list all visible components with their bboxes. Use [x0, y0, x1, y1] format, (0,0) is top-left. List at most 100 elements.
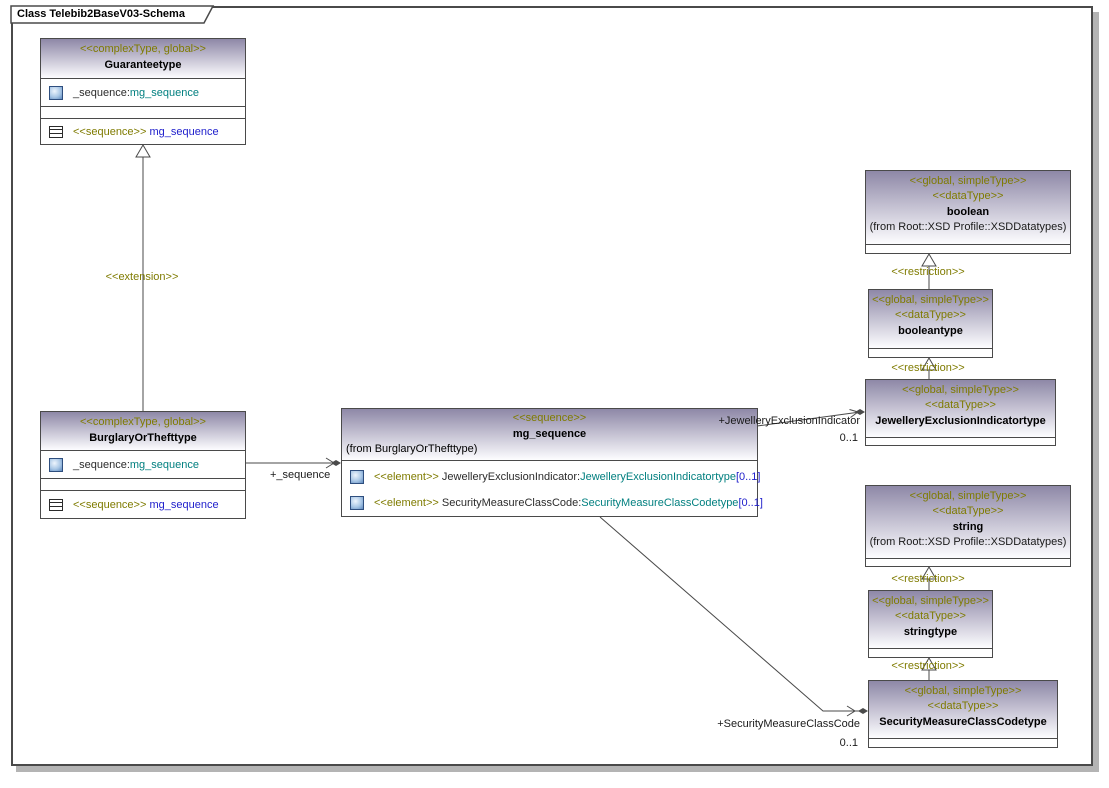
generalization-triangle-icon	[921, 566, 937, 580]
diamond-icon	[858, 708, 868, 714]
attribute-icon	[350, 470, 364, 484]
class-name: Guaranteetype	[104, 59, 182, 71]
empty-compartment	[869, 349, 992, 357]
operation-stereotype: <<sequence>>	[73, 125, 147, 138]
restriction-stereotype-label: <<restriction>>	[891, 660, 965, 672]
class-stereotype: <<dataType>>	[895, 610, 966, 622]
jewellery-association-edge[interactable]	[756, 409, 865, 427]
class-mg-sequence[interactable]: <<sequence>> mg_sequence (from BurglaryO…	[341, 408, 763, 517]
element-stereotype: <<element>>	[374, 497, 439, 509]
empty-compartment	[41, 479, 245, 491]
restriction-edge-string[interactable]	[921, 566, 937, 590]
generalization-triangle-icon	[921, 357, 937, 371]
class-boolean[interactable]: <<global, simpleType>> <<dataType>> bool…	[865, 170, 1071, 254]
sequence-list-icon	[49, 498, 63, 511]
empty-compartment	[866, 438, 1055, 445]
class-stringtype[interactable]: <<global, simpleType>> <<dataType>> stri…	[868, 590, 993, 658]
class-stereotype: <<global, simpleType>>	[902, 384, 1019, 396]
class-stereotype: <<dataType>>	[932, 505, 1004, 517]
attribute-name: _sequence:	[73, 86, 130, 99]
class-name: mg_sequence	[512, 428, 587, 440]
attribute-type: mg_sequence	[129, 86, 199, 99]
class-name: JewelleryExclusionIndicatortype	[875, 415, 1046, 427]
class-header: <<global, simpleType>> <<dataType>> stri…	[869, 591, 992, 649]
restriction-stereotype-label: <<restriction>>	[891, 362, 965, 374]
attributes-compartment: <<element>> JewelleryExclusionIndicator:…	[342, 461, 763, 516]
generalization-triangle-icon	[135, 144, 151, 158]
class-header: <<global, simpleType>> <<dataType>> Jewe…	[866, 380, 1055, 438]
extension-generalization-edge[interactable]	[135, 144, 151, 411]
operation-name: mg_sequence	[149, 498, 219, 511]
class-stereotype: <<global, simpleType>>	[909, 490, 1027, 502]
security-role-label: +SecurityMeasureClassCode	[717, 718, 860, 730]
attribute-name: _sequence:	[73, 458, 130, 471]
class-securitymeasureclasscodetype[interactable]: <<global, simpleType>> <<dataType>> Secu…	[868, 680, 1058, 748]
class-from-package: (from BurglaryOrThefttype)	[346, 443, 478, 455]
class-guaranteetype[interactable]: <<complexType, global>> Guaranteetype _s…	[40, 38, 246, 145]
security-association-edge[interactable]	[599, 516, 868, 717]
jewellery-role-label: +JewelleryExclusionIndicator	[718, 415, 860, 427]
class-from-package: (from Root::XSD Profile::XSDDatatypes)	[869, 221, 1067, 233]
class-jewelleryexclusionindicatortype[interactable]: <<global, simpleType>> <<dataType>> Jewe…	[865, 379, 1056, 446]
class-stereotype: <<dataType>>	[927, 700, 999, 712]
restriction-edge-boolean[interactable]	[921, 253, 937, 289]
class-name: SecurityMeasureClassCodetype	[879, 716, 1047, 728]
class-header: <<global, simpleType>> <<dataType>> stri…	[866, 486, 1070, 559]
class-header: <<complexType, global>> BurglaryOrTheftt…	[41, 412, 245, 451]
empty-compartment	[41, 107, 245, 119]
class-burglaryorthefttype[interactable]: <<complexType, global>> BurglaryOrTheftt…	[40, 411, 246, 519]
attribute-row[interactable]: _sequence:mg_sequence	[41, 451, 245, 478]
operations-compartment: <<sequence>> mg_sequence	[41, 119, 245, 144]
sequence-association-edge[interactable]	[246, 457, 341, 469]
sequence-list-icon	[49, 125, 63, 138]
operation-row[interactable]: <<sequence>> mg_sequence	[41, 119, 245, 144]
class-header: <<complexType, global>> Guaranteetype	[41, 39, 245, 79]
class-name: BurglaryOrThefttype	[89, 432, 197, 444]
element-stereotype: <<element>>	[374, 471, 439, 483]
diamond-icon	[855, 409, 865, 415]
frame-title-tab[interactable]	[10, 5, 215, 24]
operation-row[interactable]: <<sequence>> mg_sequence	[41, 491, 245, 518]
class-header: <<sequence>> mg_sequence (from BurglaryO…	[342, 409, 757, 461]
restriction-edge-stringtype[interactable]	[921, 657, 937, 680]
class-stereotype: <<complexType, global>>	[80, 416, 206, 428]
class-stereotype: <<dataType>>	[932, 190, 1004, 202]
frame-shadow-right	[1093, 12, 1099, 771]
attributes-compartment: _sequence:mg_sequence	[41, 79, 245, 107]
class-stereotype: <<dataType>>	[925, 399, 996, 411]
operation-name: mg_sequence	[149, 125, 219, 138]
element-row[interactable]: <<element>> SecurityMeasureClassCode:Sec…	[342, 490, 763, 516]
attributes-compartment: _sequence:mg_sequence	[41, 451, 245, 479]
generalization-triangle-icon	[921, 253, 937, 267]
generalization-triangle-icon	[921, 657, 937, 671]
attribute-icon	[49, 85, 63, 100]
class-name: string	[952, 521, 984, 533]
class-name: boolean	[946, 206, 990, 218]
sequence-role-label: +_sequence	[270, 469, 331, 481]
attribute-icon	[49, 457, 63, 472]
class-header: <<global, simpleType>> <<dataType>> bool…	[869, 290, 992, 349]
class-stereotype: <<sequence>>	[512, 412, 587, 424]
class-name: booleantype	[898, 325, 963, 337]
security-multiplicity-label: 0..1	[839, 737, 858, 749]
restriction-edge-booleantype[interactable]	[921, 357, 937, 379]
class-header: <<global, simpleType>> <<dataType>> Secu…	[869, 681, 1057, 739]
diamond-icon	[331, 460, 341, 466]
element-multiplicity: [0..1]	[736, 471, 761, 483]
class-booleantype[interactable]: <<global, simpleType>> <<dataType>> bool…	[868, 289, 993, 358]
class-from-package: (from Root::XSD Profile::XSDDatatypes)	[869, 536, 1067, 548]
restriction-stereotype-label: <<restriction>>	[891, 266, 965, 278]
element-name: SecurityMeasureClassCode:	[441, 497, 582, 509]
element-row[interactable]: <<element>> JewelleryExclusionIndicator:…	[342, 464, 761, 490]
empty-compartment	[869, 739, 1057, 747]
class-string[interactable]: <<global, simpleType>> <<dataType>> stri…	[865, 485, 1071, 567]
class-stereotype: <<global, simpleType>>	[872, 294, 989, 306]
attribute-row[interactable]: _sequence:mg_sequence	[41, 79, 245, 106]
element-type: SecurityMeasureClassCodetype	[581, 497, 739, 509]
element-name: JewelleryExclusionIndicator:	[441, 471, 581, 483]
open-arrow-icon	[846, 705, 856, 717]
element-multiplicity: [0..1]	[738, 497, 763, 509]
element-type: JewelleryExclusionIndicatortype	[580, 471, 736, 483]
extension-stereotype-label: <<extension>>	[105, 271, 179, 283]
